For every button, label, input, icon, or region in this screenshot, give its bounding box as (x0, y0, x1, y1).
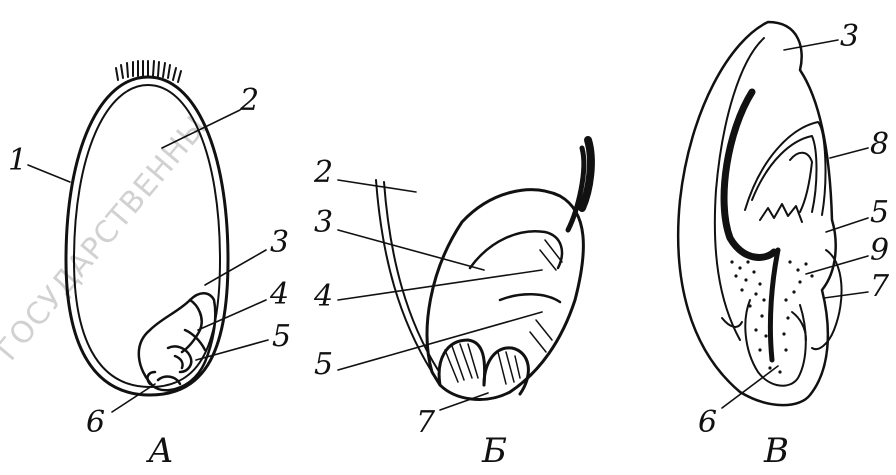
label-a-5: 5 (272, 322, 291, 352)
label-b-3: 3 (314, 208, 333, 238)
label-v-6: 6 (698, 408, 717, 438)
label-b-7: 7 (416, 408, 435, 438)
label-a-6: 6 (86, 408, 105, 438)
label-a-3: 3 (270, 228, 289, 258)
embryo-b-hatching (445, 240, 562, 384)
embryo-b-scutellum (427, 190, 583, 400)
embryo-v-root-sheath (745, 300, 805, 386)
embryo-b-bud (470, 231, 562, 268)
label-v-9: 9 (870, 236, 889, 266)
embryo-v-drawing (678, 22, 841, 405)
caption-b: Б (482, 434, 507, 468)
label-a-1: 1 (8, 146, 27, 176)
label-v-7: 7 (870, 272, 889, 302)
caption-a: А (148, 434, 174, 468)
embryo-v-stem-axis (770, 250, 778, 360)
label-b-4: 4 (314, 282, 333, 312)
label-b-2: 2 (314, 158, 333, 188)
label-a-2: 2 (240, 86, 259, 116)
label-v-5: 5 (870, 198, 889, 228)
grain-a-brush-hairs (116, 61, 181, 82)
label-v-8: 8 (870, 130, 889, 160)
caption-v: В (764, 434, 789, 468)
label-b-5: 5 (314, 350, 333, 380)
label-a-4: 4 (270, 280, 289, 310)
label-v-3: 3 (840, 22, 859, 52)
embryo-b-coleoptile-tip (568, 148, 584, 230)
embryo-b-inner-fold (500, 294, 560, 302)
grain-a-embryo (139, 293, 215, 390)
embryo-v-leaf-tip (760, 204, 802, 222)
embryo-v-coleoptile (724, 92, 774, 257)
